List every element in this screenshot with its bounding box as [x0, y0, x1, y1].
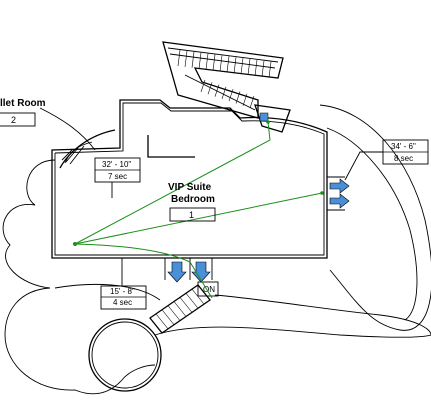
outer-landscape-boundary-lower: [54, 283, 161, 301]
door-label: ON: [203, 285, 215, 294]
llet-room-leader: [39, 107, 96, 151]
stair-tread: [212, 54, 216, 71]
path-tag-2-time: 8 sec: [394, 154, 413, 163]
path-tag-3-time: 4 sec: [113, 298, 132, 307]
stair-tread: [198, 52, 202, 69]
stair-tread: [177, 49, 181, 67]
room-number-llet: 2: [11, 115, 16, 125]
door-arrows-bottom: [167, 261, 211, 283]
room-tag-box-llet: [0, 112, 36, 127]
stair-tread: [240, 58, 244, 75]
upper-stair: [162, 41, 284, 119]
stair-tread: [235, 91, 241, 104]
lower-door-box: [197, 281, 219, 297]
stair-tread: [228, 89, 234, 102]
path-tag-1-length: 32' - 10": [102, 160, 131, 169]
stair-tread: [261, 60, 265, 77]
stair-tread: [149, 317, 163, 334]
tag-leader-2: [344, 151, 383, 181]
llet-room-wall: [59, 129, 116, 169]
stair-tread: [200, 79, 206, 93]
stair-tread: [221, 86, 227, 99]
door-frame-right: [327, 176, 345, 211]
stair-tread: [191, 51, 195, 68]
interior-partition: [147, 135, 195, 158]
lower-stair: [149, 284, 211, 334]
stair-tread: [173, 301, 187, 317]
stair-tread: [191, 288, 205, 305]
stair-tread: [161, 309, 175, 325]
stair-landing: [254, 104, 291, 133]
stair-tread: [219, 55, 223, 72]
path-tag-1: 32' - 10" 7 sec: [94, 157, 141, 183]
stair-tread: [254, 59, 258, 76]
egress-path-3: [74, 243, 213, 299]
stair-tread: [207, 82, 213, 95]
stair-tread: [268, 61, 272, 78]
path-tag-3-length: 15' - 8": [110, 287, 135, 296]
stair-tread: [155, 313, 169, 330]
stair-tread: [167, 305, 181, 321]
room-tag-box-vip: [169, 207, 216, 222]
stair-tread: [226, 56, 230, 73]
llet-room-hatch: [61, 145, 85, 165]
room-name-llet: llet Room: [0, 98, 46, 109]
path-tag-2: 34' - 6" 8 sec: [382, 139, 429, 165]
bottom-curved-boundary-outer: [154, 326, 431, 338]
stair-tread: [233, 57, 237, 74]
circular-room: [88, 318, 162, 392]
main-room-walls: [51, 99, 328, 259]
stair-tread: [247, 58, 251, 76]
room-number-vip: 1: [189, 210, 194, 220]
main-room-walls-inner: [54, 102, 325, 256]
path-origin-dot: [73, 242, 77, 246]
door-marker-upper: [259, 112, 269, 122]
stair-tread: [179, 297, 193, 313]
stair-tread: [249, 96, 255, 109]
outer-landscape-boundary: [2, 159, 156, 395]
egress-path-2: [74, 192, 323, 245]
circular-room-inner: [91, 321, 159, 389]
path-tag-1-time: 7 sec: [108, 172, 127, 181]
egress-path-1: [74, 121, 271, 245]
room-name-vip-line1: VIP Suite: [168, 182, 212, 193]
stair-tread: [242, 93, 248, 106]
stair-tread: [214, 84, 220, 97]
stair-tread: [185, 293, 199, 309]
stair-tread: [205, 53, 209, 70]
right-curved-boundary: [319, 104, 431, 331]
path-tag-3: 15' - 8" 4 sec: [100, 285, 147, 310]
path-tag-2-length: 34' - 6": [391, 142, 416, 151]
door-arrows-right: [329, 178, 350, 209]
room-name-vip-line2: Bedroom: [171, 194, 215, 205]
egress-paths: [73, 120, 324, 299]
right-curved-boundary-inner: [326, 127, 418, 321]
bottom-curved-boundary: [214, 294, 431, 336]
stair-tread: [184, 50, 188, 67]
